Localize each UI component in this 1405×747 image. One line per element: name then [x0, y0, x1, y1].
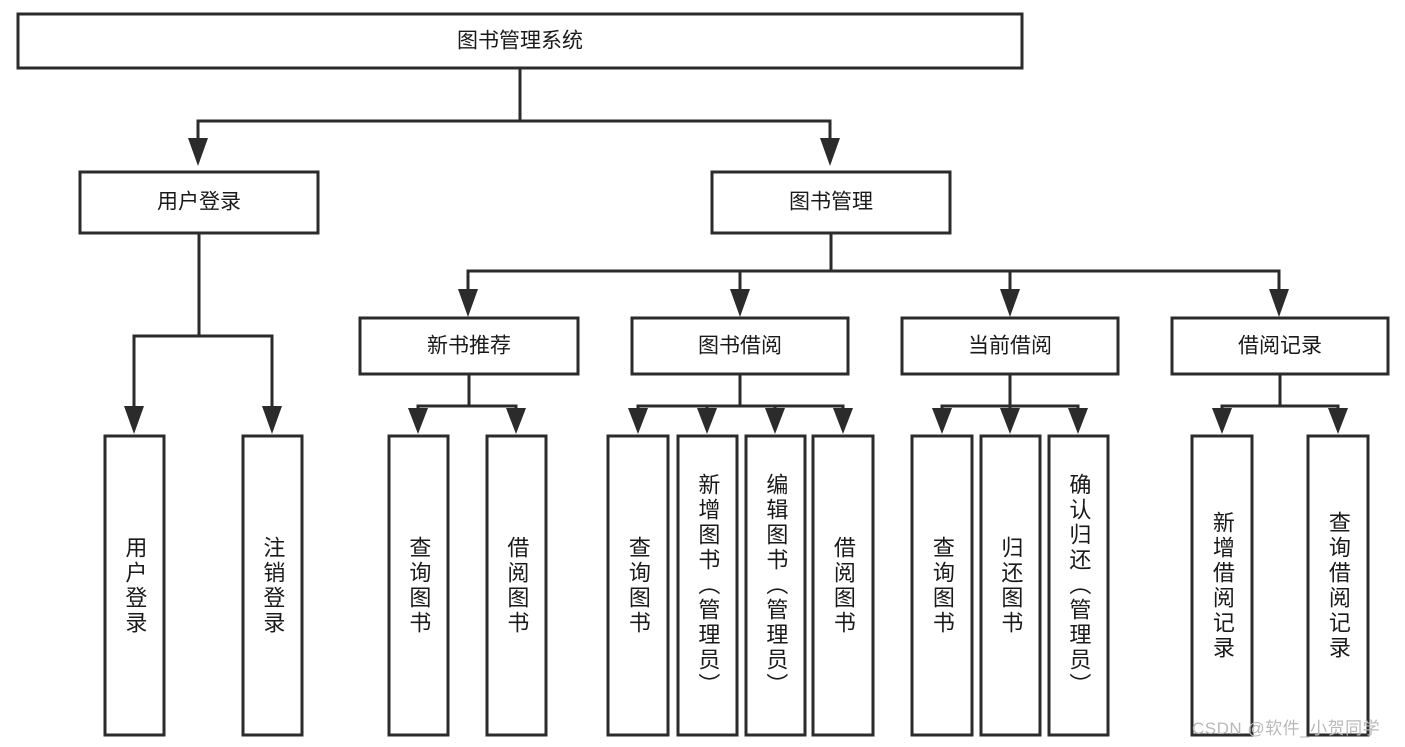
arrow-to-book-manage [820, 138, 840, 166]
arrow-to-new-book-recommend [458, 289, 478, 317]
node-new-book-recommend[interactable]: 新书推荐 [358, 316, 580, 376]
arrow-to-leaf-borrow-book-1 [506, 408, 526, 434]
node-book-manage-label: 图书管理 [789, 191, 873, 214]
arrow-to-leaf-add-record [1212, 408, 1232, 434]
arrow-to-leaf-query-book-3 [932, 408, 952, 434]
connector-current-borrow-to-leaves [932, 372, 1088, 434]
arrow-to-leaf-add-book [697, 408, 717, 434]
node-current-borrow-label: 当前借阅 [968, 335, 1052, 358]
connector-root-to-level2 [188, 66, 840, 166]
arrow-to-leaf-confirm-return [1068, 408, 1088, 434]
connector-book-manage-to-level3 [458, 231, 1289, 317]
leaf-box-borrow-book-2[interactable] [811, 434, 875, 737]
leaf-box-query-book-3[interactable] [910, 434, 974, 737]
leaf-box-user-login[interactable] [103, 434, 166, 737]
node-current-borrow[interactable]: 当前借阅 [900, 316, 1120, 376]
node-user-login[interactable]: 用户登录 [78, 170, 320, 235]
arrow-to-borrow-record [1269, 289, 1289, 317]
leaf-box-confirm-return[interactable] [1047, 434, 1110, 737]
node-borrow-record[interactable]: 借阅记录 [1170, 316, 1390, 376]
arrow-to-leaf-borrow-book-2 [833, 408, 853, 434]
leaf-box-return-book[interactable] [979, 434, 1042, 737]
watermark-text: CSDN @软件_小贺同学 [1192, 719, 1381, 738]
node-book-manage[interactable]: 图书管理 [710, 170, 952, 235]
node-root-label: 图书管理系统 [457, 30, 583, 53]
leaf-box-borrow-book-1[interactable] [485, 434, 548, 737]
leaf-box-query-book-2[interactable] [606, 434, 670, 737]
leaf-box-add-book[interactable] [676, 434, 739, 737]
node-new-book-recommend-label: 新书推荐 [427, 335, 511, 358]
arrow-to-leaf-user-login [124, 406, 144, 434]
arrow-to-user-login [188, 138, 208, 166]
node-user-login-box[interactable] [78, 170, 320, 235]
arrow-to-leaf-query-book-2 [628, 408, 648, 434]
arrow-to-leaf-user-logout [262, 406, 282, 434]
leaf-box-user-logout[interactable] [241, 434, 304, 737]
leaf-box-edit-book[interactable] [744, 434, 807, 737]
node-borrow-record-label: 借阅记录 [1238, 335, 1322, 358]
leaf-box-add-record[interactable] [1190, 434, 1254, 737]
arrow-to-book-borrow [730, 289, 750, 317]
node-current-borrow-box[interactable] [900, 316, 1120, 376]
arrow-to-leaf-edit-book [765, 408, 785, 434]
connector-user-login-to-leaves [124, 231, 282, 434]
node-root[interactable]: 图书管理系统 [16, 12, 1024, 70]
arrow-to-leaf-query-record [1328, 408, 1348, 434]
arrow-to-leaf-query-book-1 [408, 408, 428, 434]
leaf-box-query-record[interactable] [1306, 434, 1370, 737]
connector-borrow-record-to-leaves [1212, 372, 1348, 434]
leaf-box-query-book-1[interactable] [387, 434, 450, 737]
arrow-to-leaf-return-book [1000, 408, 1020, 434]
connector-new-book-recommend-to-leaves [408, 372, 526, 434]
node-book-borrow[interactable]: 图书借阅 [630, 316, 850, 376]
node-root-box[interactable] [16, 12, 1024, 70]
node-new-book-recommend-box[interactable] [358, 316, 580, 376]
arrow-to-current-borrow [1000, 289, 1020, 317]
node-user-login-label: 用户登录 [157, 191, 241, 214]
node-book-borrow-label: 图书借阅 [698, 335, 782, 358]
connector-book-borrow-to-leaves [628, 372, 853, 434]
